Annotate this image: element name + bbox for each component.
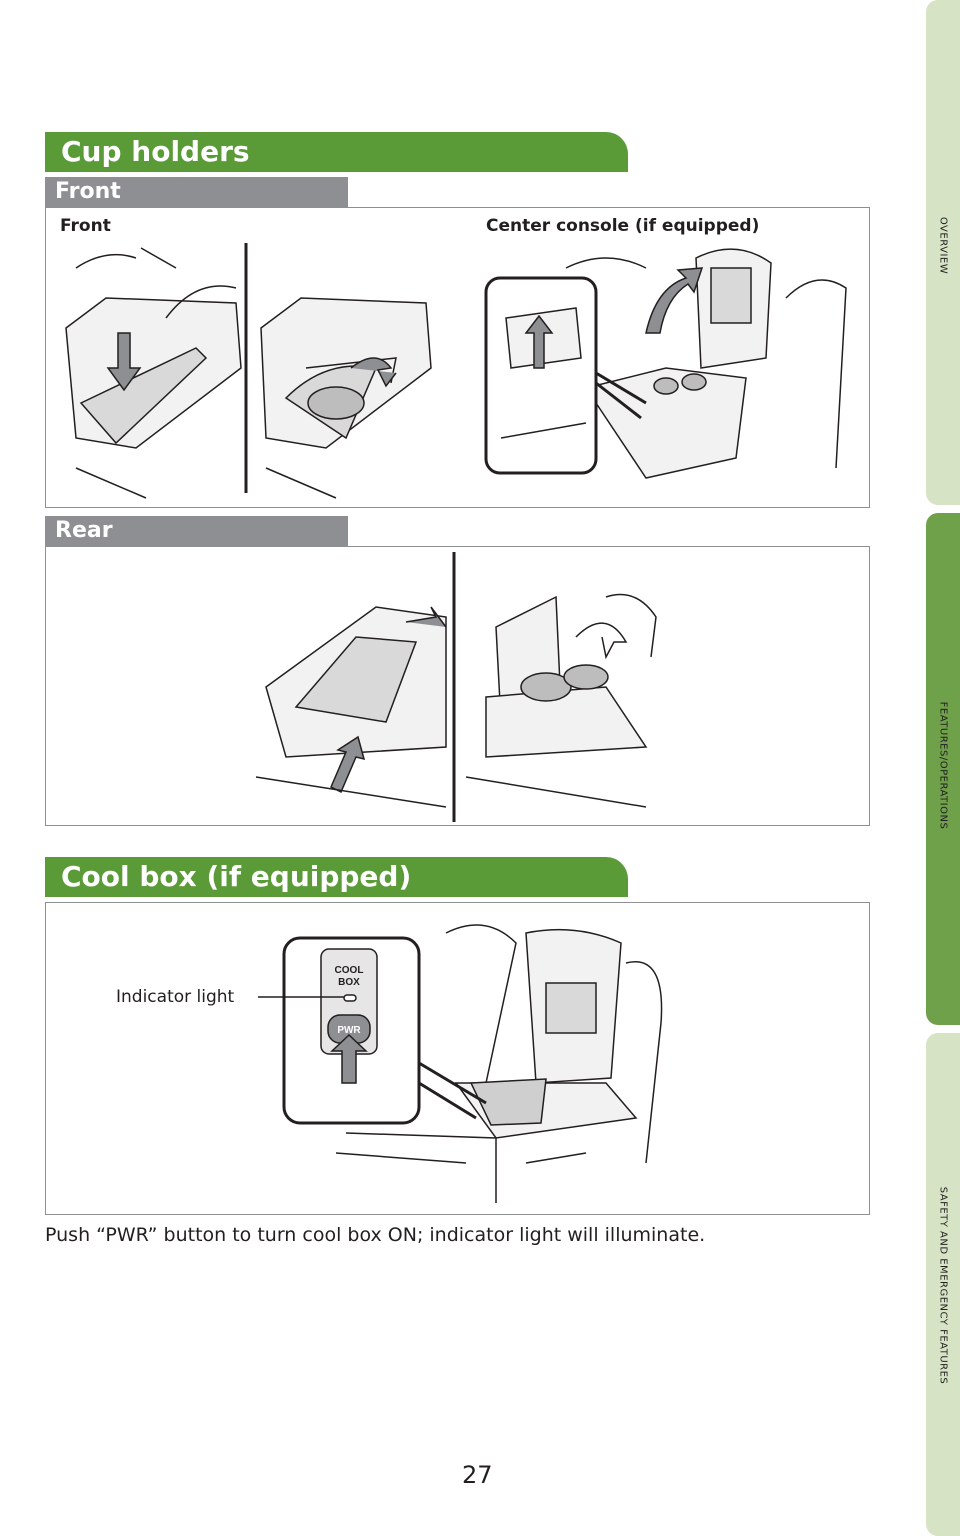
side-tab-overview-label: OVERVIEW [937, 216, 949, 275]
front-cup-holder-panel: Front Center console (if equipped) [45, 207, 870, 508]
cool-box-panel: COOL BOX PWR Indicator light [45, 902, 870, 1215]
rear-heading: Rear [45, 516, 348, 546]
cool-box-illustration: COOL BOX PWR [258, 924, 663, 1203]
side-tab-overview[interactable] [926, 0, 960, 505]
front-label: Front [60, 216, 111, 236]
rear-cup-holder-illustration [255, 552, 657, 822]
cup-holders-title: Cup holders [45, 132, 628, 172]
cool-box-switch-top: COOL [335, 965, 364, 976]
side-tab-safety[interactable] [926, 1033, 960, 1536]
cool-box-title: Cool box (if equipped) [45, 857, 628, 897]
center-console-label: Center console (if equipped) [486, 216, 760, 236]
front-cup-holder-illustration [65, 243, 847, 499]
side-tab-strip [926, 0, 960, 1536]
side-tab-safety-label: SAFETY AND EMERGENCY FEATURES [937, 1186, 949, 1385]
side-tab-features-operations[interactable] [926, 513, 960, 1025]
cool-box-caption: Push “PWR” button to turn cool box ON; i… [45, 1224, 706, 1246]
indicator-light-label: Indicator light [116, 987, 235, 1007]
page-number: 27 [462, 1461, 493, 1489]
rear-cup-holder-panel [45, 546, 870, 826]
front-heading: Front [45, 177, 348, 207]
pwr-button-text: PWR [337, 1025, 361, 1036]
side-tab-features-label: FEATURES/OPERATIONS [937, 701, 949, 830]
cool-box-switch-mid: BOX [338, 977, 360, 988]
